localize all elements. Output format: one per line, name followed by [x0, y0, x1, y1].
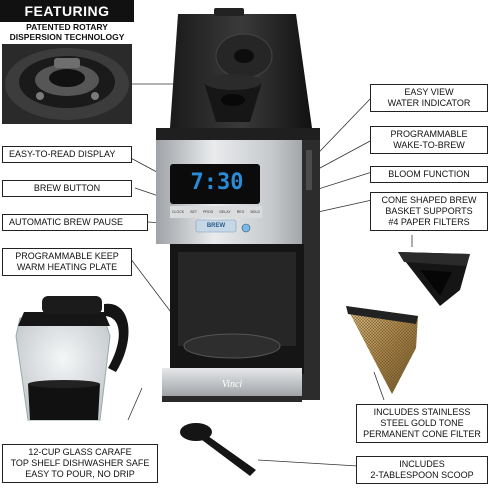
- lcd-time: 7:30: [190, 170, 244, 195]
- callout-cone-basket: CONE SHAPED BREW BASKET SUPPORTS #4 PAPE…: [370, 192, 488, 231]
- callout-water-line2: WATER INDICATOR: [387, 98, 471, 108]
- cone-basket: [398, 252, 470, 306]
- gold-filter: [346, 306, 418, 394]
- bold-button[interactable]: BOLD: [250, 210, 260, 214]
- coffee-scoop: [180, 423, 256, 476]
- callout-wake-line1: PROGRAMMABLE: [390, 129, 468, 139]
- featuring-subtitle-line2: DISPERSION TECHNOLOGY: [9, 32, 125, 42]
- callout-water-line1: EASY VIEW: [404, 87, 454, 97]
- brand-logo: Vinci: [221, 379, 243, 390]
- callout-wake-to-brew: PROGRAMMABLE WAKE-TO-BREW: [370, 126, 488, 154]
- callout-keep-warm: PROGRAMMABLE KEEP WARM HEATING PLATE: [2, 248, 132, 276]
- set-button[interactable]: SET: [190, 210, 197, 214]
- callout-brew-button: BREW BUTTON: [2, 180, 132, 197]
- callout-water-indicator: EASY VIEW WATER INDICATOR: [370, 84, 488, 112]
- callout-scoop-line2: 2-TABLESPOON SCOOP: [370, 470, 474, 480]
- callout-gold-line3: PERMANENT CONE FILTER: [363, 429, 481, 439]
- callout-cone-line3: #4 PAPER FILTERS: [388, 217, 470, 227]
- featuring-subtitle-line1: PATENTED ROTARY: [26, 22, 108, 32]
- callout-carafe-line3: EASY TO POUR, NO DRIP: [25, 469, 135, 479]
- callout-cone-line2: BASKET SUPPORTS: [385, 206, 473, 216]
- callout-brew-pause: AUTOMATIC BREW PAUSE: [2, 214, 148, 231]
- featuring-subtitle: PATENTED ROTARY DISPERSION TECHNOLOGY: [0, 22, 134, 42]
- callout-scoop: INCLUDES 2-TABLESPOON SCOOP: [356, 456, 488, 484]
- clock-button[interactable]: CLOCK: [172, 210, 185, 214]
- brew-button[interactable]: BREW: [206, 223, 226, 229]
- callout-cone-line1: CONE SHAPED BREW: [381, 195, 477, 205]
- callout-gold-line2: STEEL GOLD TONE: [380, 418, 464, 428]
- glass-carafe: [15, 296, 129, 421]
- callout-gold-line1: INCLUDES STAINLESS: [373, 407, 471, 417]
- callout-carafe-line1: 12-CUP GLASS CARAFE: [28, 447, 132, 457]
- callout-carafe-line2: TOP SHELF DISHWASHER SAFE: [10, 458, 150, 468]
- rotary-dispersion-inset: [2, 44, 132, 124]
- callout-scoop-line1: INCLUDES: [399, 459, 445, 469]
- reg-button[interactable]: REG: [236, 210, 245, 214]
- callout-keep-warm-line1: PROGRAMMABLE KEEP: [15, 251, 119, 261]
- callout-wake-line2: WAKE-TO-BREW: [393, 140, 465, 150]
- featuring-title: FEATURING: [0, 0, 134, 22]
- prog-button[interactable]: PROG: [203, 210, 214, 214]
- callout-keep-warm-line2: WARM HEATING PLATE: [16, 262, 118, 272]
- coffee-maker: [156, 8, 320, 402]
- callout-bloom: BLOOM FUNCTION: [370, 166, 488, 183]
- delay-button[interactable]: DELAY: [219, 210, 231, 214]
- callout-carafe: 12-CUP GLASS CARAFE TOP SHELF DISHWASHER…: [2, 444, 158, 483]
- callout-gold-filter: INCLUDES STAINLESS STEEL GOLD TONE PERMA…: [356, 404, 488, 443]
- callout-display: EASY-TO-READ DISPLAY: [2, 146, 132, 163]
- control-buttons-row: CLOCK SET PROG DELAY REG BOLD: [170, 206, 262, 218]
